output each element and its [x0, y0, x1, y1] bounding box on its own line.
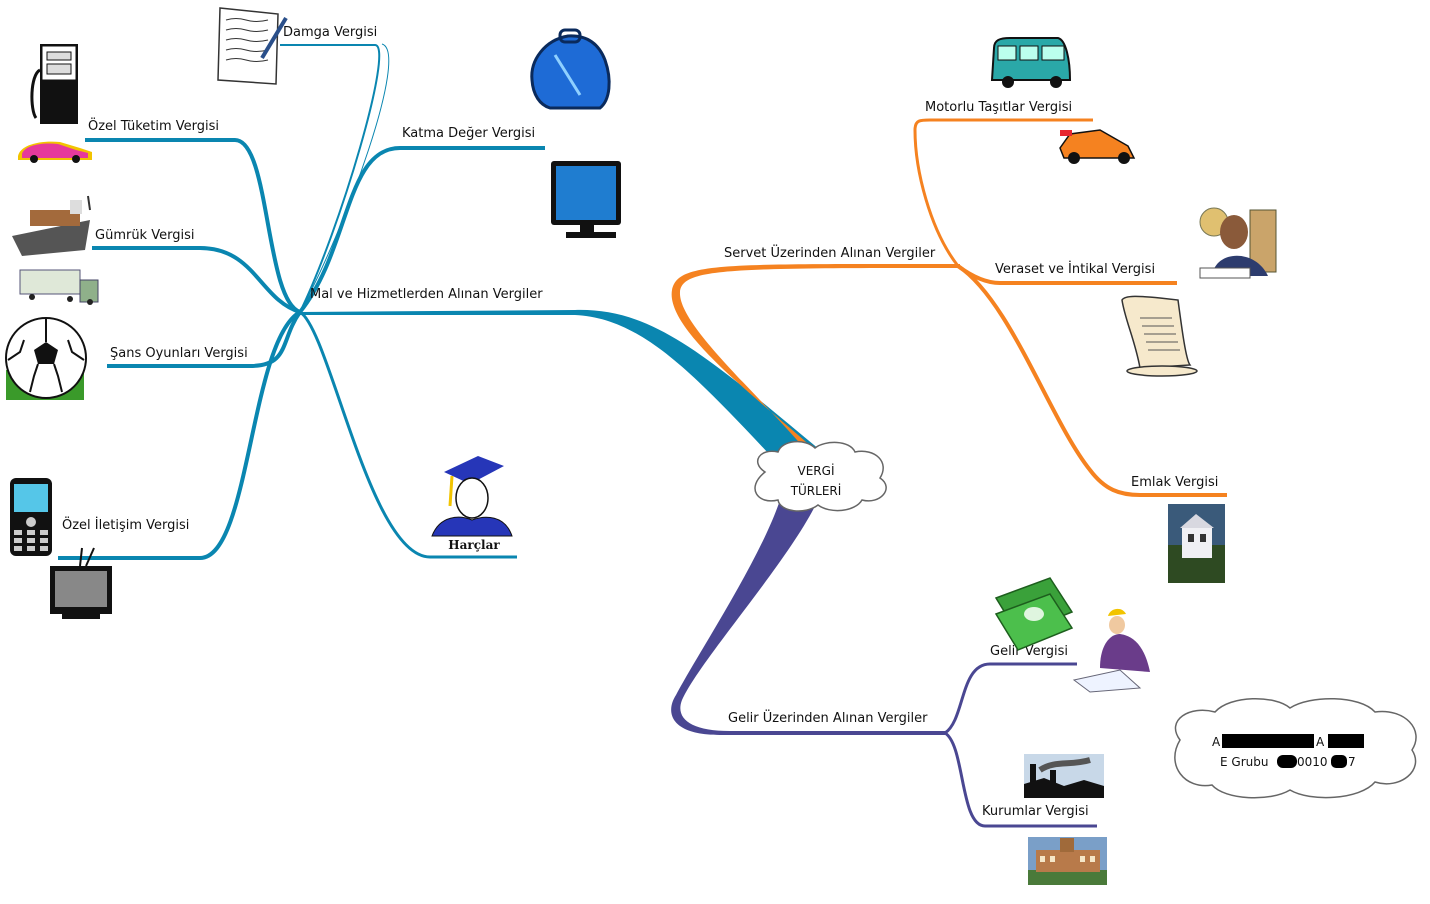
race-car-icon — [1059, 129, 1136, 164]
redaction-bar — [1222, 734, 1314, 748]
redaction-bar — [1328, 734, 1364, 748]
label-veraset: Veraset ve İntikal Vergisi — [995, 261, 1155, 277]
note-cloud: A A E Grubu 0010 7 — [1174, 698, 1417, 799]
computer-monitor-icon — [551, 161, 621, 238]
label-ozel-iletisim: Özel İletişim Vergisi — [62, 516, 189, 533]
purple-subbranches — [944, 662, 1097, 828]
label-servet: Servet Üzerinden Alınan Vergiler — [724, 244, 936, 261]
label-sans-oyunlari: Şans Oyunları Vergisi — [110, 346, 248, 361]
connector-servet — [671, 263, 960, 455]
label-damga: Damga Vergisi — [283, 25, 377, 40]
architect-icon — [1072, 608, 1150, 693]
label-harclar: Harçlar — [448, 538, 500, 552]
fuel-pump-icon — [30, 44, 78, 124]
center-title-line1: VERGİ — [798, 463, 835, 478]
mobile-phone-icon — [10, 478, 52, 556]
label-ozel-tuketim: Özel Tüketim Vergisi — [88, 117, 219, 134]
redaction-bar — [1331, 755, 1347, 768]
backpack-icon — [530, 28, 611, 110]
note-line2-end: 0010 — [1297, 755, 1328, 769]
label-gelir-vergisi: Gelir Vergisi — [990, 644, 1068, 659]
truck-icon — [19, 269, 99, 305]
connector-mal-hizmet — [300, 309, 820, 455]
note-line1-start: A — [1212, 735, 1221, 749]
note-line2: E Grubu — [1220, 755, 1268, 769]
label-katma-deger: Katma Değer Vergisi — [402, 126, 535, 141]
television-icon — [50, 547, 112, 619]
connector-gelir — [671, 500, 945, 735]
cargo-ship-icon — [12, 195, 91, 256]
note-line1-end: A — [1316, 735, 1325, 749]
label-gumruk: Gümrük Vergisi — [95, 228, 194, 243]
sports-car-icon — [18, 141, 92, 163]
house-photo-icon — [1168, 504, 1225, 583]
orange-subbranches — [913, 118, 1227, 497]
label-gelir-branch: Gelir Üzerinden Alınan Vergiler — [728, 709, 928, 726]
soccer-ball-icon — [5, 317, 87, 400]
label-motorlu-tasitlar: Motorlu Taşıtlar Vergisi — [925, 100, 1072, 115]
note-line2-tail: 7 — [1348, 755, 1356, 769]
center-title-line2: TÜRLERİ — [790, 482, 842, 498]
factory-icon — [1024, 754, 1104, 798]
document-pen-icon — [217, 7, 288, 85]
center-cloud: VERGİ TÜRLERİ — [754, 440, 887, 512]
blue-subbranches — [58, 43, 545, 560]
label-emlak: Emlak Vergisi — [1131, 475, 1218, 490]
graduate-icon — [431, 456, 513, 537]
label-mal-hizmet: Mal ve Hizmetlerden Alınan Vergiler — [310, 287, 543, 302]
redaction-bar — [1277, 755, 1297, 768]
van-icon — [990, 37, 1072, 88]
money-stack-icon — [994, 577, 1074, 651]
label-kurumlar: Kurumlar Vergisi — [982, 804, 1089, 819]
building-photo-icon — [1028, 837, 1107, 885]
scroll-icon — [1121, 295, 1198, 377]
judge-icon — [1199, 207, 1277, 279]
